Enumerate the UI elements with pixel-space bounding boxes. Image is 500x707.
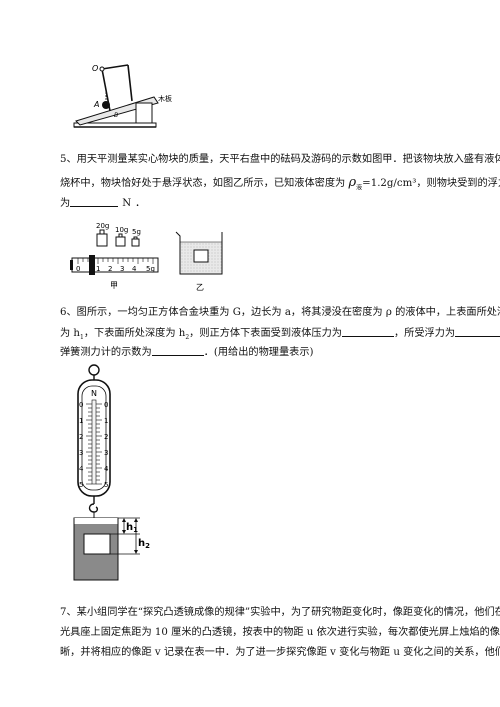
q6-line1: 6、图所示，一均匀正方体合金块重为 G，边长为 a，将其浸没在密度为 ρ 的液体… <box>60 307 500 318</box>
q5-line2b: ，则物块受到的浮力 <box>416 178 500 189</box>
dial-tick-r5: 5 <box>104 481 108 489</box>
ruler-tick-3: 3 <box>120 265 124 273</box>
ruler-tick-5: 5g <box>146 265 155 273</box>
q7-line2: 光具座上固定焦距为 10 厘米的凸透镜，按表中的物距 u 依次进行实验，每次都使… <box>60 627 500 638</box>
label-jia: 甲 <box>110 281 118 290</box>
q6-reading-blank[interactable] <box>151 345 204 356</box>
submerged-cube <box>83 533 111 555</box>
q6-buoyancy-blank[interactable] <box>455 326 500 337</box>
dial-unit: N <box>91 389 97 398</box>
spring-scale-figure: N 0 1 2 3 4 5 0 1 2 3 4 5 <box>73 364 150 581</box>
q5-line1: 5、用天平测量某实心物块的质量，天平右盘中的砝码及游码的示数如图甲．把该物块放入… <box>60 154 500 165</box>
dial-tick-l0: 0 <box>79 401 83 409</box>
ruler-tick-1: 1 <box>96 265 100 273</box>
q5-line2a: 烧杯中，物块恰好处于悬浮状态，如图乙所示，已知液体密度为 <box>60 178 346 189</box>
weight-10g <box>115 236 126 247</box>
weight-label-5g: 5g <box>132 228 141 236</box>
q7-line1: 7、某小组同学在“探究凸透镜成像的规律”实验中，为了研究物距变化时，像距变化的情… <box>60 607 500 618</box>
label-yi: 乙 <box>196 283 204 292</box>
ruler-tick-2: 2 <box>108 265 112 273</box>
label-a: A <box>93 100 99 109</box>
q5-answer-blank[interactable] <box>70 196 119 207</box>
label-board: 木板 <box>158 94 172 103</box>
q6-line3: 弹簧测力计的示数为．(用给出的物理量表示) <box>60 345 314 358</box>
dial-tick-r4: 4 <box>104 465 109 473</box>
beaker-figure: 乙 <box>175 231 223 292</box>
weight-5g <box>131 238 140 247</box>
label-b: B <box>114 112 118 119</box>
label-o: O <box>92 64 98 73</box>
dial-tick-r0: 0 <box>104 401 108 409</box>
balance-figure: 20g 10g 5g 0 1 2 3 4 5g 甲 <box>70 222 159 290</box>
h1-label: h1 <box>126 522 138 534</box>
weight-label-20g: 20g <box>96 222 109 230</box>
weight-20g <box>96 233 108 247</box>
dial-tick-r2: 2 <box>104 433 108 441</box>
weight-label-10g: 10g <box>115 226 128 234</box>
h2-label: h2 <box>138 538 150 550</box>
q5-line2: 烧杯中，物块恰好处于悬浮状态，如图乙所示，已知液体密度为 ρ液=1.2g/cm³… <box>60 176 500 196</box>
dial-tick-r1: 1 <box>104 417 108 425</box>
floating-block <box>193 249 209 263</box>
lever-figure: O A B 木板 <box>73 64 172 128</box>
q6-line2: 为 h1，下表面所处深度为 h2，则正方体下表面受到液体压力为，所受浮力为， <box>60 326 500 345</box>
q7-line3: 晰，并将相应的像距 v 记录在表一中．为了进一步探究像距 v 变化与物距 u 变… <box>60 647 500 658</box>
scale-ring <box>88 364 100 376</box>
ruler-rider <box>89 255 95 275</box>
scale-hook <box>88 503 98 513</box>
beaker <box>175 231 223 275</box>
ruler-tick-0: 0 <box>76 265 80 273</box>
dial-tick-r3: 3 <box>104 449 108 457</box>
ruler-tick-4: 4 <box>132 265 137 273</box>
weight-ball <box>102 101 110 109</box>
dial-tick-l3: 3 <box>79 449 83 457</box>
dial-tick-l4: 4 <box>79 465 84 473</box>
dial-tick-l2: 2 <box>79 433 83 441</box>
dial-tick-l1: 1 <box>79 417 83 425</box>
dial-tick-l5: 5 <box>79 481 83 489</box>
rho-symbol: ρ液 <box>348 175 363 192</box>
q6-pressure-blank[interactable] <box>341 326 394 337</box>
rho-value: =1.2g/cm³ <box>362 178 417 189</box>
